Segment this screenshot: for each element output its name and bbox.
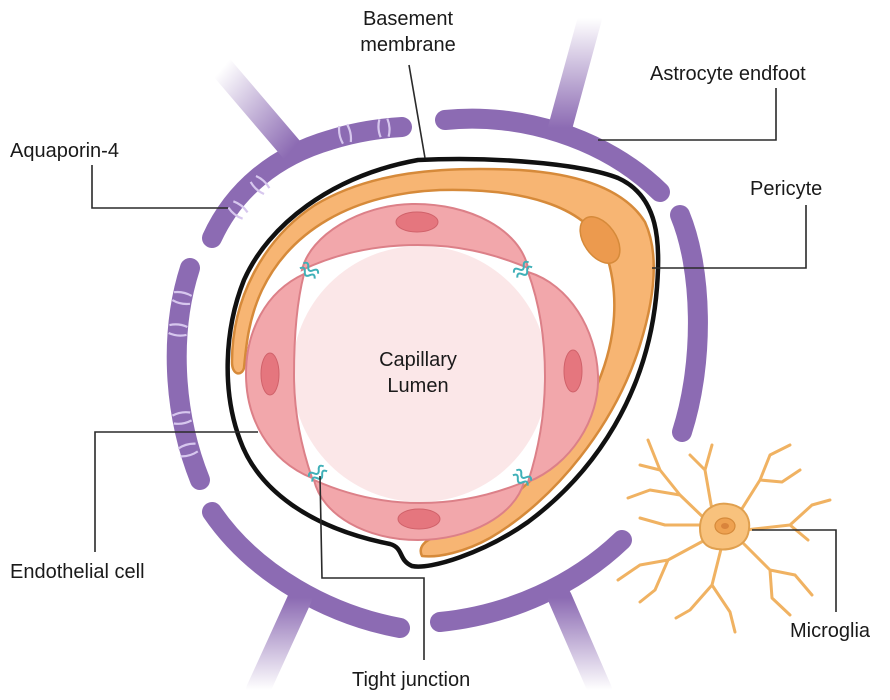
label-capillary-lumen-line2: Lumen <box>387 375 448 397</box>
astrocyte-process-bottom-right <box>560 598 600 690</box>
leader-astrocyte-endfoot <box>598 88 776 140</box>
microglia <box>618 440 830 632</box>
label-basement-membrane-line1: Basement <box>363 8 453 30</box>
endothelial-nucleus <box>564 350 582 392</box>
leader-aquaporin <box>92 165 228 208</box>
label-astrocyte-endfoot: Astrocyte endfoot <box>650 63 806 85</box>
label-microglia: Microglia <box>790 620 871 642</box>
labels: Basement membrane Astrocyte endfoot Aqua… <box>10 8 871 691</box>
endothelial-nucleus <box>398 509 440 529</box>
leader-microglia <box>752 530 836 612</box>
endothelial-nucleus <box>396 212 438 232</box>
capillary-lumen <box>292 246 548 502</box>
endothelial-nucleus <box>261 353 279 395</box>
label-basement-membrane-line2: membrane <box>360 34 456 56</box>
microglia-nucleolus <box>721 523 729 529</box>
label-tight-junction: Tight junction <box>352 669 470 691</box>
astrocyte-process-top-right <box>560 18 590 128</box>
leader-basement-membrane <box>409 65 425 158</box>
astrocyte-process-top-left <box>222 68 292 150</box>
label-endothelial-cell: Endothelial cell <box>10 561 145 583</box>
label-pericyte: Pericyte <box>750 178 822 200</box>
label-aquaporin: Aquaporin-4 <box>10 140 119 162</box>
label-capillary-lumen-line1: Capillary <box>379 349 457 371</box>
astrocyte-process-bottom-left <box>258 598 300 690</box>
